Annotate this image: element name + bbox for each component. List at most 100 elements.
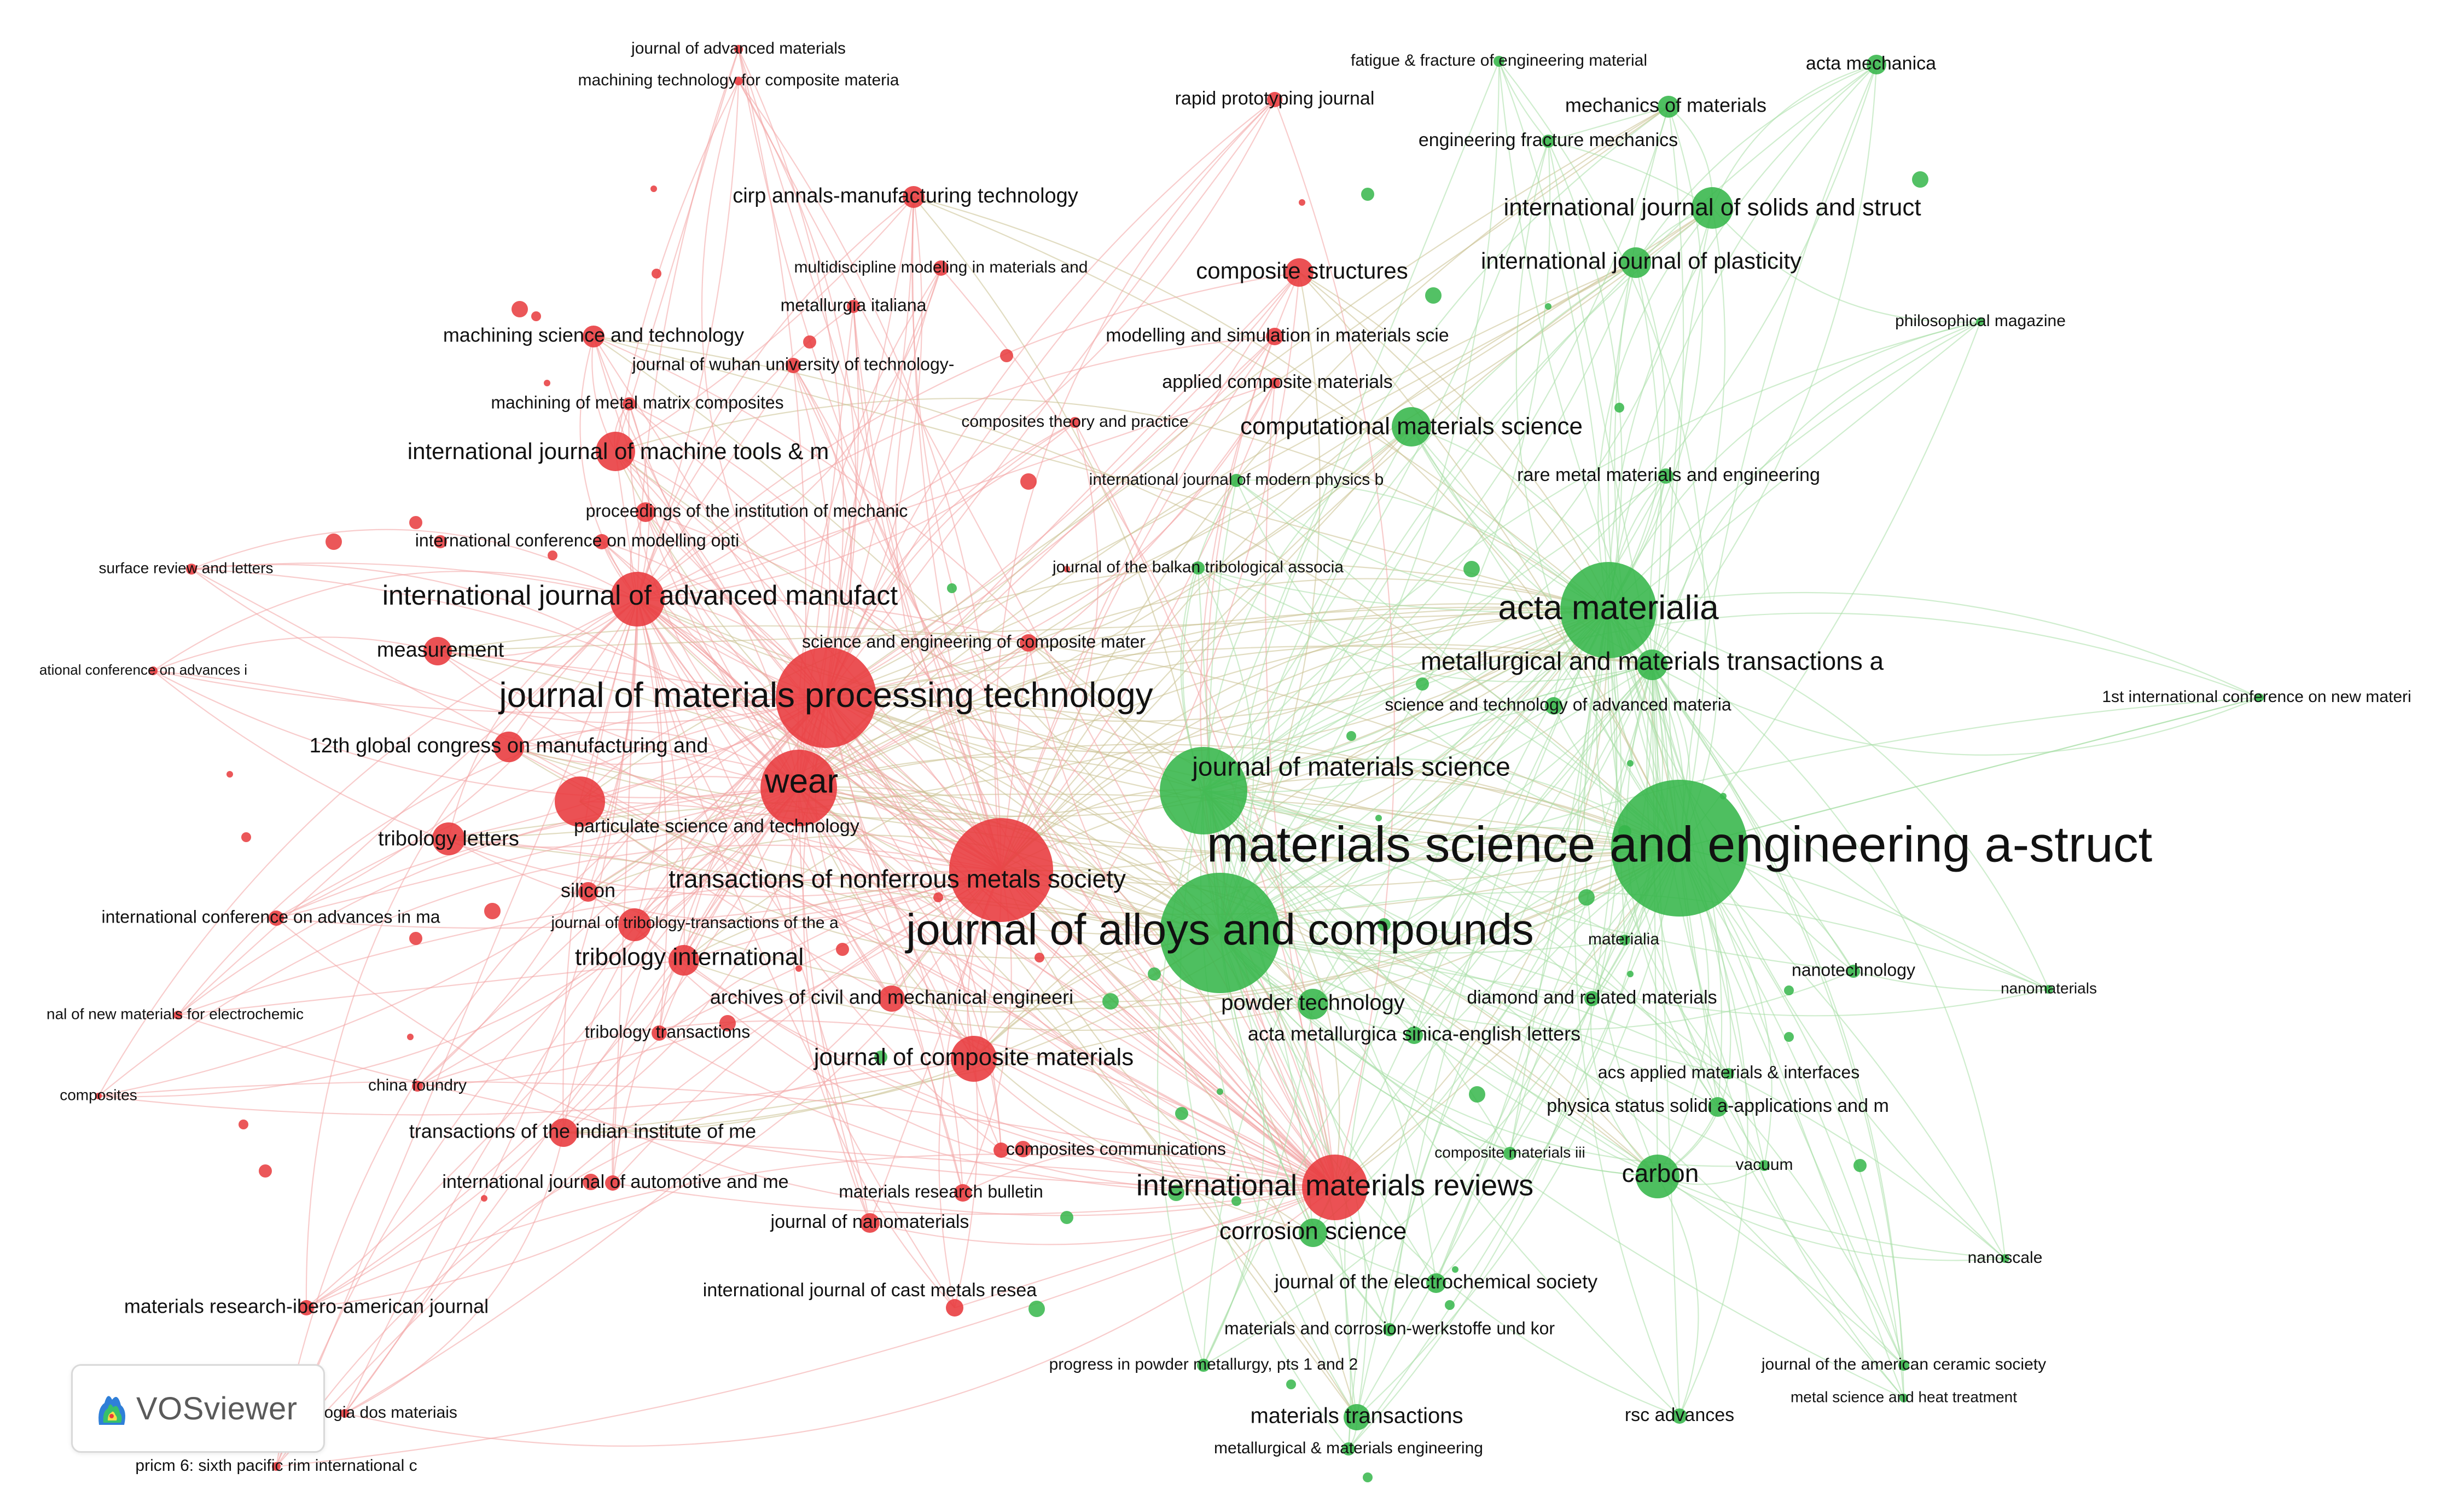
network-label-am[interactable]: acta mechanica [1806,53,1936,74]
network-label-efm[interactable]: engineering fracture mechanics [1419,130,1678,150]
network-label-comps[interactable]: composite structures [1196,258,1408,283]
network-node-jmpt[interactable] [776,647,876,748]
network-node-ijauto[interactable] [605,1175,620,1191]
network-label-carbon[interactable]: carbon [1622,1159,1699,1187]
network-node-ffem[interactable] [1493,56,1504,67]
network-label-icnm[interactable]: 1st international conference on new mate… [2102,688,2411,706]
network-node-drm[interactable] [1584,991,1600,1006]
network-node-srl[interactable] [186,564,197,575]
network-label-vacuum[interactable]: vacuum [1735,1156,1793,1174]
network-label-pssa[interactable]: physica status solidi a-applications and… [1547,1095,1889,1116]
network-node-iccmo[interactable] [594,534,609,549]
network-node-minor[interactable] [239,1120,248,1129]
network-label-jnano[interactable]: journal of nanomaterials [770,1211,969,1232]
network-node-ppm[interactable] [1197,1359,1210,1372]
network-node-tnms[interactable] [949,818,1053,922]
network-node-minor[interactable] [1784,985,1794,995]
network-node-composites[interactable] [95,1093,102,1099]
network-label-pime[interactable]: proceedings of the institution of mechan… [586,501,908,520]
network-label-jtt[interactable]: journal of tribology-transactions of the… [550,914,839,932]
network-node-icnm[interactable] [2255,693,2264,702]
network-node-minor[interactable] [1286,1379,1296,1389]
network-label-tl[interactable]: tribology letters [378,827,519,850]
network-node-mrb[interactable] [954,1184,972,1202]
network-label-cirp[interactable]: cirp annals-manufacturing technology [733,184,1078,207]
vosviewer-logo-badge[interactable]: VOSviewer [71,1364,325,1453]
network-label-acm[interactable]: applied composite materials [1162,372,1392,392]
network-label-mt[interactable]: materials transactions [1250,1404,1463,1428]
network-node-msht[interactable] [1899,1394,1908,1402]
network-node-jcm[interactable] [951,1036,997,1082]
network-node-trans_t[interactable] [652,1025,667,1041]
network-label-rmme[interactable]: rare metal materials and engineering [1517,465,1820,485]
network-node-mt[interactable] [1344,1404,1370,1430]
network-label-pst[interactable]: particulate science and technology [574,816,859,837]
network-label-trans_t[interactable]: tribology transactions [585,1022,750,1041]
network-node-minor[interactable] [544,380,550,386]
network-node-minor[interactable] [874,1051,887,1064]
network-node-minor[interactable] [226,771,233,778]
network-node-jms[interactable] [1160,747,1247,834]
network-node-cirp[interactable] [903,186,925,208]
network-label-nmec[interactable]: nal of new materials for electrochemic [47,1005,304,1022]
network-label-jwut[interactable]: journal of wuhan university of technolog… [632,354,955,374]
network-node-minor[interactable] [1363,1472,1373,1482]
network-node-mi[interactable] [847,300,860,313]
network-label-mom[interactable]: mechanics of materials [1565,94,1766,117]
network-node-ijmpb[interactable] [1230,474,1243,487]
network-node-minor[interactable] [1578,889,1595,906]
network-label-ijauto[interactable]: international journal of automotive and … [442,1172,788,1192]
network-node-mrib[interactable] [299,1300,314,1315]
network-node-minor[interactable] [1361,188,1374,201]
network-label-acme[interactable]: archives of civil and mechanical enginee… [710,986,1073,1008]
network-node-vacuum[interactable] [1759,1160,1770,1171]
network-label-msea[interactable]: materials science and engineering a-stru… [1207,816,2152,872]
network-label-icad2[interactable]: international conference on advances in … [101,907,440,926]
network-label-pricm[interactable]: pricm 6: sixth pacific rim international… [135,1457,417,1475]
network-node-carbon[interactable] [1636,1155,1680,1198]
network-node-cmiii[interactable] [1503,1147,1516,1160]
network-label-rpj[interactable]: rapid prototyping journal [1175,88,1375,109]
network-node-jbta[interactable] [1192,561,1205,575]
network-node-minor[interactable] [1627,760,1634,767]
network-node-minor[interactable] [803,335,816,349]
network-node-pricm[interactable] [272,1462,281,1471]
network-node-minor[interactable] [434,535,447,548]
network-node-ctp[interactable] [1070,417,1080,428]
network-node-minor[interactable] [1375,815,1382,821]
network-node-minor[interactable] [719,1015,736,1031]
network-node-ijp[interactable] [1620,247,1651,278]
network-node-jacs[interactable] [1898,1360,1909,1371]
network-node-ijamt[interactable] [610,572,665,627]
network-node-minor[interactable] [1912,171,1928,188]
network-node-ccom[interactable] [993,1143,1009,1158]
network-node-minor[interactable] [531,311,541,321]
network-node-acm[interactable] [1269,378,1280,389]
network-node-jecs[interactable] [1426,1273,1446,1293]
network-node-meas[interactable] [423,637,452,665]
network-node-minor[interactable] [1425,287,1442,304]
network-label-mrb[interactable]: materials research bulletin [839,1181,1043,1201]
network-label-srl[interactable]: surface review and letters [98,559,273,576]
network-node-cs[interactable] [1299,1219,1327,1247]
network-node-stam[interactable] [1545,697,1562,715]
network-node-rsc[interactable] [1672,1408,1687,1424]
network-node-minor[interactable] [1175,1107,1188,1120]
network-label-jecs[interactable]: journal of the electrochemical society [1274,1271,1597,1293]
network-label-meas[interactable]: measurement [377,639,504,662]
network-node-ijss[interactable] [1692,187,1733,229]
network-node-minor[interactable] [1299,199,1305,206]
network-node-minor[interactable] [1102,993,1119,1010]
network-label-msht[interactable]: metal science and heat treatment [1791,1388,2017,1405]
network-label-mcwk[interactable]: materials and corrosion-werkstoffe und k… [1224,1318,1555,1338]
network-node-jadv[interactable] [734,45,743,54]
network-label-ctp[interactable]: composites theory and practice [961,413,1188,431]
network-node-minor[interactable] [650,185,657,192]
network-node-minor[interactable] [836,943,849,956]
network-label-mmmc[interactable]: multidiscipline modeling in materials an… [794,258,1088,276]
network-node-minor[interactable] [1627,971,1634,977]
network-node-minor[interactable] [1060,1211,1073,1224]
network-label-nanotech[interactable]: nanotechnology [1792,960,1915,979]
network-node-ti[interactable] [669,945,699,976]
